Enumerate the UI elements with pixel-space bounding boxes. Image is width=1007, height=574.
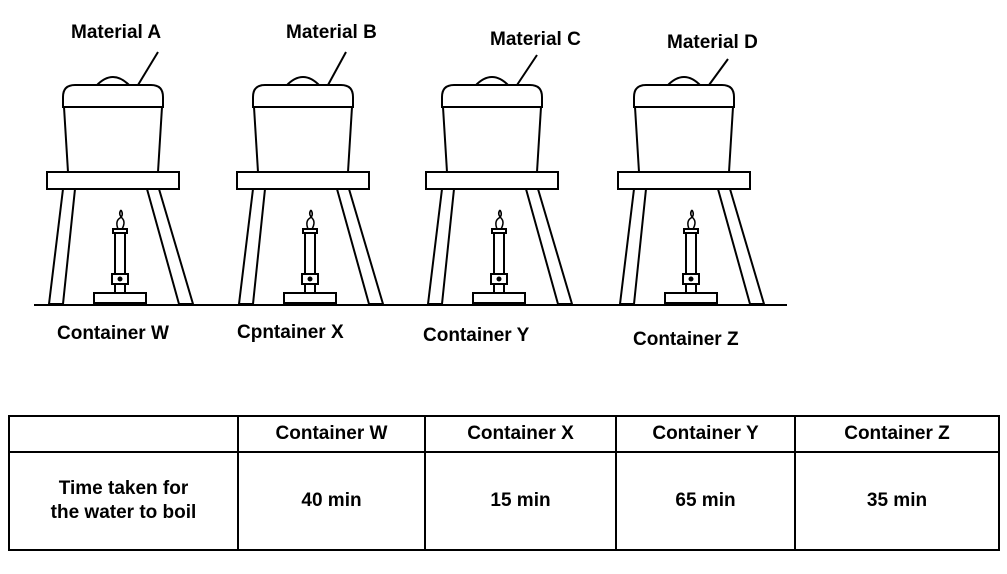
container-body [633, 106, 735, 173]
burner-tube [493, 232, 505, 275]
container-lid [252, 84, 354, 108]
stand-leg-right [524, 188, 574, 305]
flame-icon [495, 209, 504, 230]
stand-leg-right [145, 188, 195, 305]
lid-knob [474, 76, 510, 87]
container-body [441, 106, 543, 173]
burner-collar [491, 228, 507, 234]
material-c-label: Material C [490, 29, 581, 50]
container-z-label: Container Z [633, 329, 739, 350]
valve-knob-icon [117, 276, 123, 282]
material-d-label: Material D [667, 32, 758, 53]
stand-leg-left [618, 188, 648, 305]
container-body [62, 106, 164, 173]
container-lid [62, 84, 164, 108]
flame-icon [306, 209, 315, 230]
valve-knob-icon [688, 276, 694, 282]
value-container-w: 40 min [237, 451, 426, 551]
lid-knob [666, 76, 702, 87]
burner-post [493, 283, 505, 294]
lid-knob [285, 76, 321, 87]
header-container-x: Container X [424, 415, 617, 453]
setup-c [425, 54, 574, 305]
setup-d [617, 58, 766, 305]
burner-collar [112, 228, 128, 234]
leader-line [708, 58, 729, 86]
burner-post [304, 283, 316, 294]
container-body [252, 106, 354, 173]
stand-top [617, 171, 751, 190]
header-container-y: Container Y [615, 415, 796, 453]
stand-top [236, 171, 370, 190]
lid-knob [95, 76, 131, 87]
material-a-label: Material A [71, 22, 162, 43]
flame-icon [116, 209, 125, 230]
valve-knob-icon [496, 276, 502, 282]
container-w-label: Container W [57, 323, 169, 344]
results-table: Container W Container X Container Y Cont… [8, 415, 1000, 551]
table-header-row: Container W Container X Container Y Cont… [8, 415, 1000, 453]
container-x-label: Cpntainer X [237, 322, 344, 343]
setup-b [236, 51, 385, 305]
table-row: Time taken for the water to boil 40 min … [8, 451, 1000, 551]
container-lid [441, 84, 543, 108]
burner-base [283, 292, 337, 304]
burner-tube [685, 232, 697, 275]
stand-leg-right [335, 188, 385, 305]
material-b-label: Material B [286, 22, 377, 43]
burner-base [664, 292, 718, 304]
burner-base [472, 292, 526, 304]
header-container-z: Container Z [794, 415, 1000, 453]
leader-line [327, 51, 347, 86]
stand-leg-left [426, 188, 456, 305]
value-container-z: 35 min [794, 451, 1000, 551]
header-container-w: Container W [237, 415, 426, 453]
row-label-cell: Time taken for the water to boil [8, 451, 239, 551]
burner-tube [304, 232, 316, 275]
burner-tube [114, 232, 126, 275]
row-label-line2: the water to boil [50, 502, 197, 523]
row-label-line1: Time taken for [58, 478, 189, 499]
burner-base [93, 292, 147, 304]
value-container-y: 65 min [615, 451, 796, 551]
valve-knob-icon [307, 276, 313, 282]
container-lid [633, 84, 735, 108]
stand-leg-left [47, 188, 77, 305]
setup-a [46, 51, 195, 305]
container-y-label: Container Y [423, 325, 530, 346]
burner-post [114, 283, 126, 294]
value-container-x: 15 min [424, 451, 617, 551]
experiment-diagram [34, 51, 787, 306]
leader-line [137, 51, 159, 86]
table-corner-cell [8, 415, 239, 453]
stand-top [46, 171, 180, 190]
burner-collar [302, 228, 318, 234]
leader-line [516, 54, 538, 86]
stand-leg-left [237, 188, 267, 305]
stand-top [425, 171, 559, 190]
stand-leg-right [716, 188, 766, 305]
burner-collar [683, 228, 699, 234]
flame-icon [687, 209, 696, 230]
burner-post [685, 283, 697, 294]
